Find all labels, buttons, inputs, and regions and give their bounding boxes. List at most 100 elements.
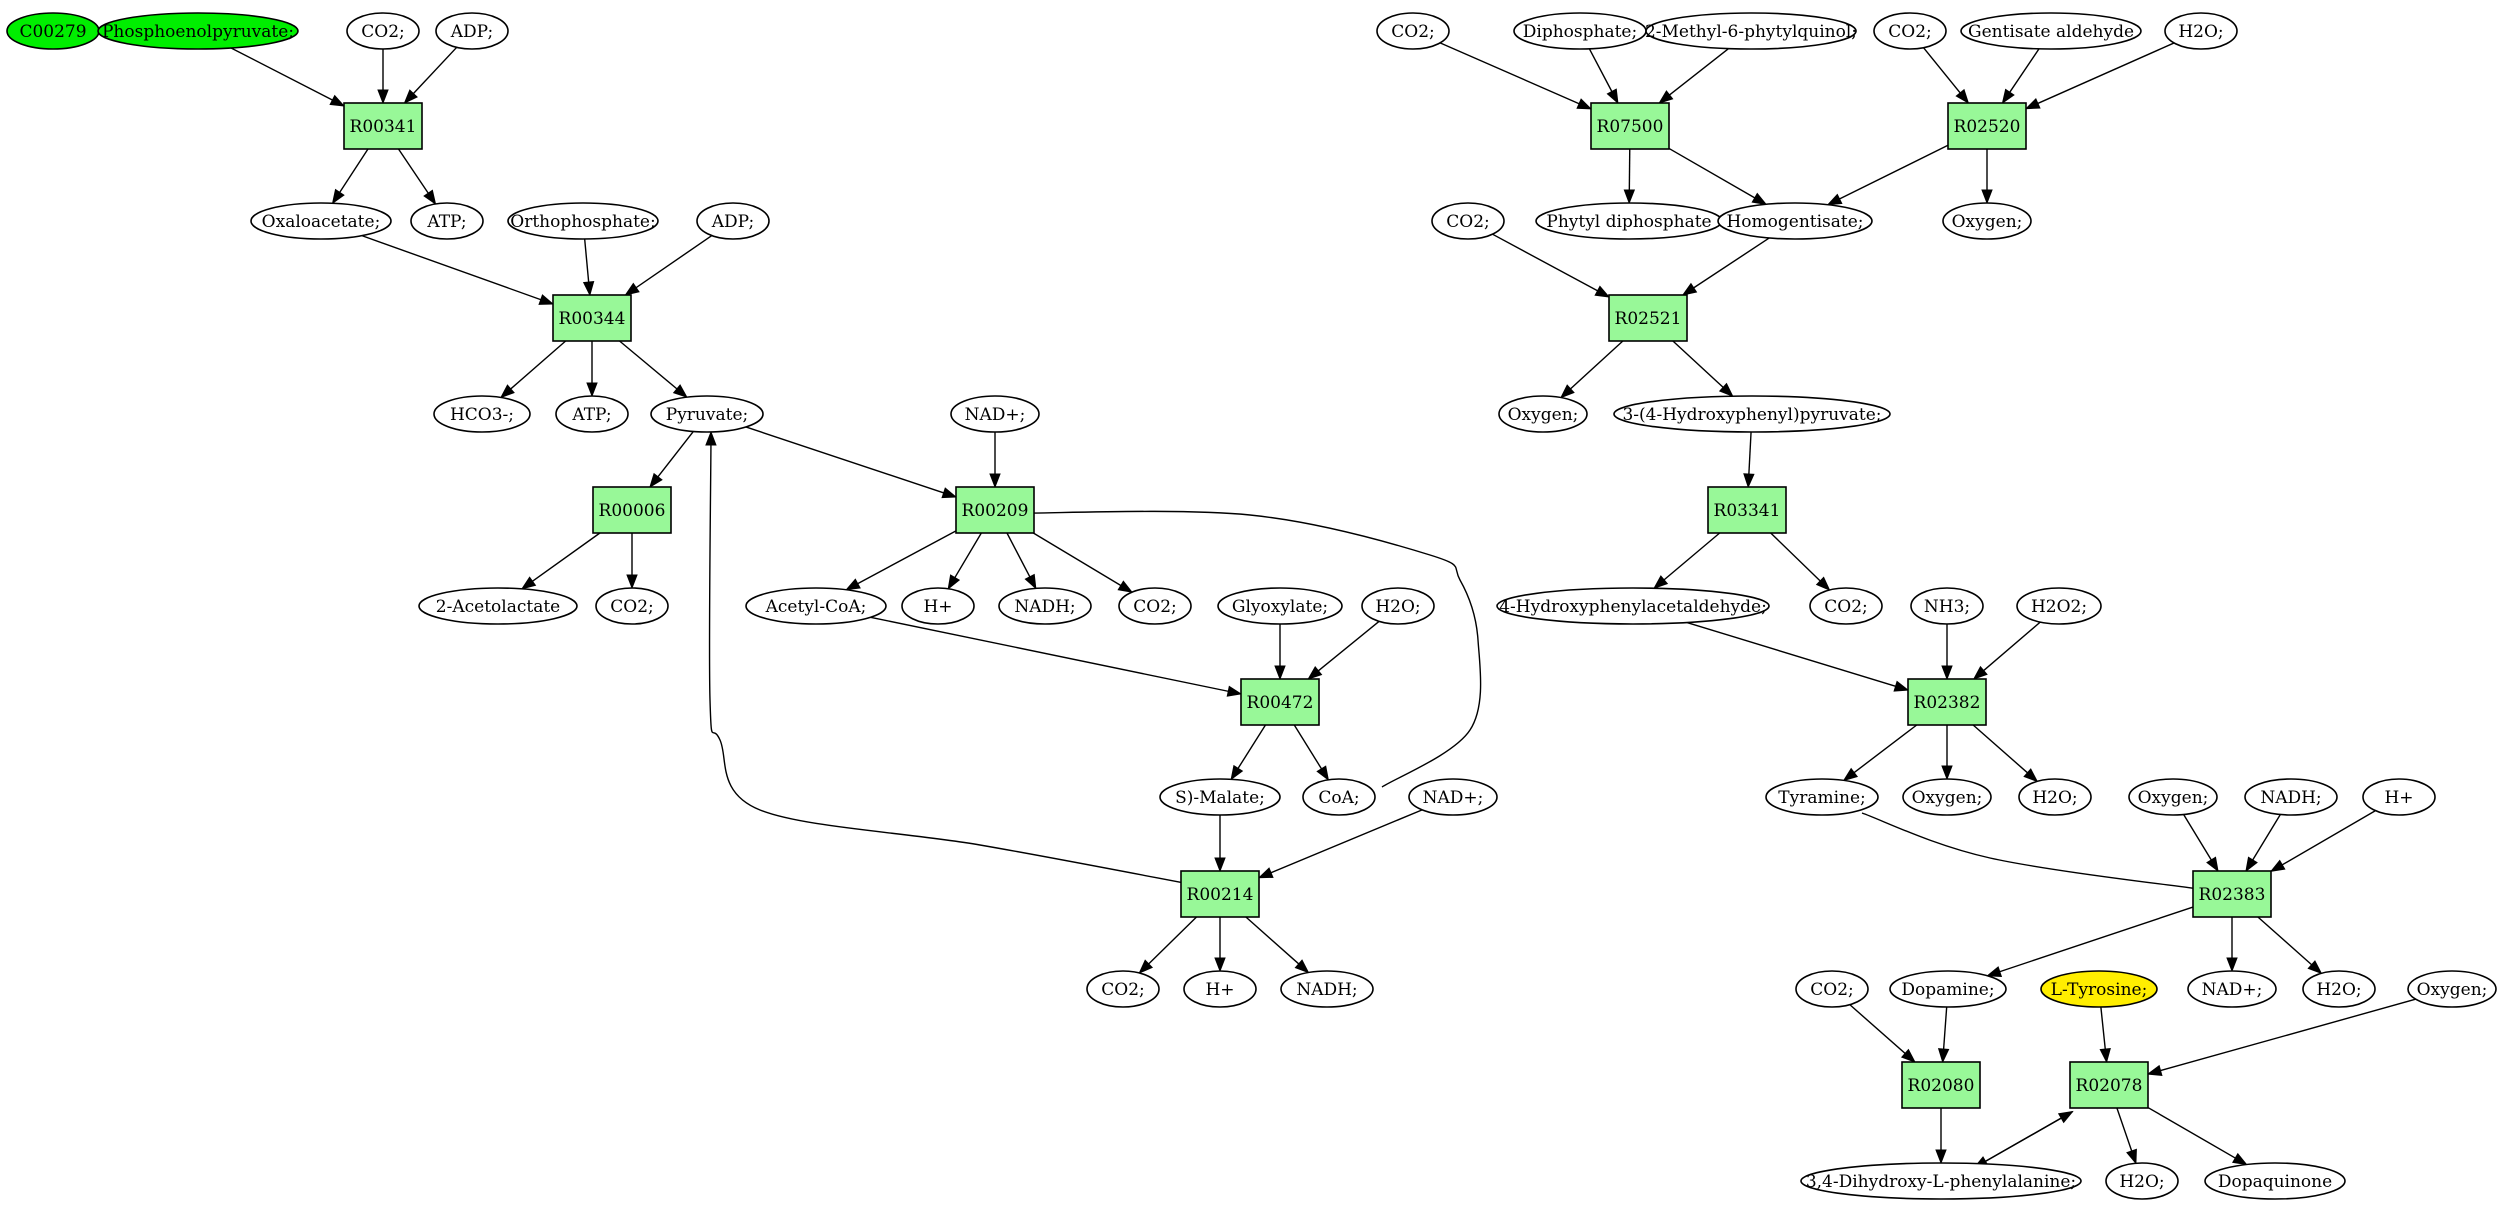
reaction-box[interactable] [592, 486, 672, 534]
compound-ellipse[interactable] [507, 202, 659, 240]
compound-ellipse[interactable] [1118, 587, 1192, 625]
compound-node-gentisate[interactable]: Gentisate aldehyde [1960, 12, 2142, 50]
compound-node-hpacetaldehyde[interactable]: 4-Hydroxyphenylacetaldehyde; [1496, 587, 1770, 625]
compound-ellipse[interactable] [1942, 202, 2032, 240]
compound-ellipse[interactable] [1361, 587, 1435, 625]
reaction-box[interactable] [1608, 294, 1688, 342]
compound-node-atp_b[interactable]: ATP; [555, 395, 629, 433]
compound-ellipse[interactable] [2407, 970, 2497, 1008]
compound-ellipse[interactable] [2187, 970, 2277, 1008]
compound-node-co2_g[interactable]: CO2; [1431, 202, 1505, 240]
compound-node-hco3[interactable]: HCO3-; [433, 395, 531, 433]
compound-ellipse[interactable] [2018, 778, 2092, 816]
compound-ellipse[interactable] [1431, 202, 1505, 240]
compound-ellipse[interactable] [555, 395, 629, 433]
compound-ellipse[interactable] [595, 587, 669, 625]
compound-node-phytyldiphosphate[interactable]: Phytyl diphosphate [1535, 202, 1723, 240]
compound-node-h2o_a[interactable]: H2O; [1361, 587, 1435, 625]
compound-node-hplus_a[interactable]: H+ [901, 587, 975, 625]
reaction-node-r00341[interactable]: R00341 [343, 102, 423, 150]
reaction-box[interactable] [552, 294, 632, 342]
reaction-node-r02520[interactable]: R02520 [1947, 102, 2027, 150]
compound-node-adp_b[interactable]: ADP; [696, 202, 770, 240]
compound-ellipse[interactable] [435, 12, 509, 50]
compound-node-nh3[interactable]: NH3; [1910, 587, 1984, 625]
compound-node-co2_e[interactable]: CO2; [1376, 12, 1450, 50]
compound-node-coa[interactable]: CoA; [1302, 778, 1376, 816]
compound-node-ltyrosine[interactable]: L-Tyrosine; [2040, 970, 2158, 1008]
compound-ellipse[interactable] [1889, 970, 2007, 1008]
compound-node-nad_c[interactable]: NAD+; [2187, 970, 2277, 1008]
compound-node-oxygen_e[interactable]: Oxygen; [2407, 970, 2497, 1008]
compound-ellipse[interactable] [250, 202, 392, 240]
reaction-node-r02383[interactable]: R02383 [2192, 870, 2272, 918]
compound-ellipse[interactable] [2164, 12, 2238, 50]
compound-ellipse[interactable] [1765, 778, 1879, 816]
compound-node-acetylcoa[interactable]: Acetyl-CoA; [745, 587, 887, 625]
compound-node-co2_i[interactable]: CO2; [1795, 970, 1869, 1008]
compound-ellipse[interactable] [1302, 778, 1376, 816]
compound-node-adp_a[interactable]: ADP; [435, 12, 509, 50]
compound-ellipse[interactable] [1408, 778, 1498, 816]
compound-ellipse[interactable] [1498, 395, 1588, 433]
compound-node-atp_a[interactable]: ATP; [410, 202, 484, 240]
compound-ellipse[interactable] [1496, 587, 1770, 625]
reaction-box[interactable] [1901, 1061, 1981, 1109]
compound-node-oxaloacetate[interactable]: Oxaloacetate; [250, 202, 392, 240]
compound-ellipse[interactable] [97, 12, 299, 50]
compound-ellipse[interactable] [1376, 12, 1450, 50]
compound-ellipse[interactable] [1809, 587, 1883, 625]
compound-node-pyruvate[interactable]: Pyruvate; [650, 395, 764, 433]
compound-node-hplus_b[interactable]: H+ [1183, 970, 1257, 1008]
compound-ellipse[interactable] [950, 395, 1040, 433]
compound-node-glyoxylate[interactable]: Glyoxylate; [1217, 587, 1343, 625]
compound-ellipse[interactable] [2204, 1162, 2346, 1200]
compound-node-oxygen_d[interactable]: Oxygen; [2128, 778, 2218, 816]
compound-node-dopaquinone[interactable]: Dopaquinone [2204, 1162, 2346, 1200]
compound-node-acetolactate[interactable]: 2-Acetolactate [418, 587, 578, 625]
compound-node-co2_f[interactable]: CO2; [1873, 12, 1947, 50]
compound-ellipse[interactable] [1645, 12, 1857, 50]
compound-node-homogentisate[interactable]: Homogentisate; [1717, 202, 1873, 240]
compound-node-h2o_c[interactable]: H2O; [2018, 778, 2092, 816]
reaction-node-r00209[interactable]: R00209 [955, 486, 1035, 534]
reaction-node-r02080[interactable]: R02080 [1901, 1061, 1981, 1109]
compound-node-pep[interactable]: Phosphoenolpyruvate; [97, 12, 299, 50]
compound-node-hppyruvate[interactable]: 3-(4-Hydroxyphenyl)pyruvate; [1613, 395, 1891, 433]
compound-node-methylphytylquinol[interactable]: 2-Methyl-6-phytylquinol; [1645, 12, 1857, 50]
reaction-node-r00006[interactable]: R00006 [592, 486, 672, 534]
compound-ellipse[interactable] [2040, 970, 2158, 1008]
compound-node-co2_b[interactable]: CO2; [595, 587, 669, 625]
compound-node-hplus_c[interactable]: H+ [2362, 778, 2436, 816]
compound-ellipse[interactable] [346, 12, 420, 50]
compound-ellipse[interactable] [2016, 587, 2102, 625]
compound-node-h2o_d[interactable]: H2O; [2302, 970, 2376, 1008]
compound-ellipse[interactable] [2362, 778, 2436, 816]
compound-node-h2o_e[interactable]: H2O; [2105, 1162, 2179, 1200]
compound-ellipse[interactable] [1217, 587, 1343, 625]
reaction-box[interactable] [955, 486, 1035, 534]
compound-node-orthophosphate[interactable]: Orthophosphate; [507, 202, 659, 240]
compound-node-diphosphate[interactable]: Diphosphate; [1513, 12, 1647, 50]
compound-node-c00279[interactable]: C00279 [6, 12, 100, 50]
reaction-box[interactable] [1590, 102, 1670, 150]
compound-ellipse[interactable] [2244, 778, 2338, 816]
reaction-node-r02521[interactable]: R02521 [1608, 294, 1688, 342]
reaction-node-r02078[interactable]: R02078 [2069, 1061, 2149, 1109]
compound-ellipse[interactable] [1717, 202, 1873, 240]
compound-node-h2o2[interactable]: H2O2; [2016, 587, 2102, 625]
reaction-box[interactable] [1180, 870, 1260, 918]
reaction-box[interactable] [2069, 1061, 2149, 1109]
compound-node-co2_c[interactable]: CO2; [1118, 587, 1192, 625]
reaction-box[interactable] [343, 102, 423, 150]
compound-node-nad_b[interactable]: NAD+; [1408, 778, 1498, 816]
compound-ellipse[interactable] [650, 395, 764, 433]
reaction-box[interactable] [1707, 486, 1787, 534]
compound-ellipse[interactable] [433, 395, 531, 433]
compound-node-co2_h[interactable]: CO2; [1809, 587, 1883, 625]
compound-ellipse[interactable] [2105, 1162, 2179, 1200]
compound-node-nad_a[interactable]: NAD+; [950, 395, 1040, 433]
compound-ellipse[interactable] [696, 202, 770, 240]
compound-node-dopa[interactable]: 3,4-Dihydroxy-L-phenylalanine; [1800, 1162, 2082, 1200]
compound-ellipse[interactable] [1280, 970, 1374, 1008]
